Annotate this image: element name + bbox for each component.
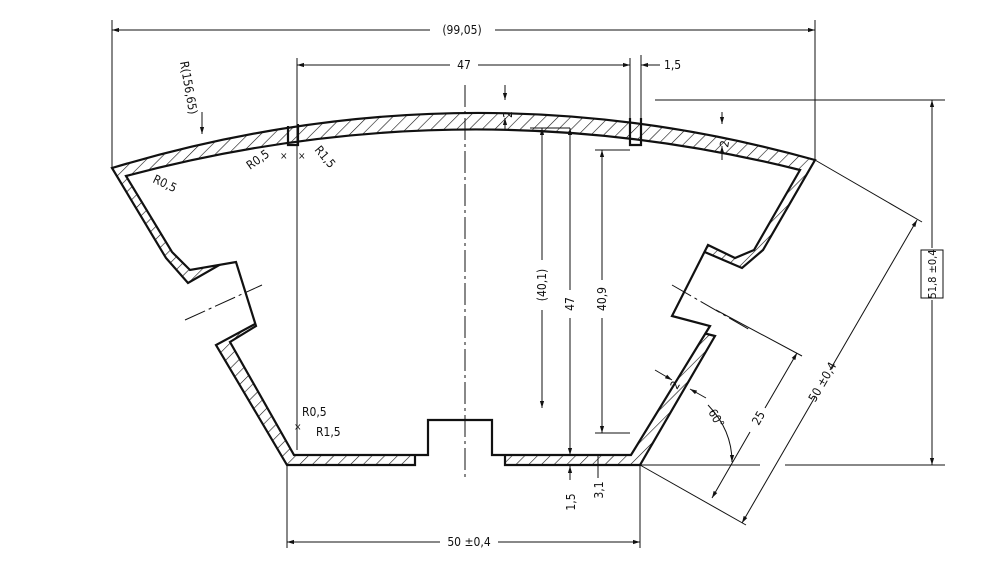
svg-text:×: × — [294, 422, 302, 433]
aluminium-profile — [110, 111, 817, 467]
dimension-bottom-thickness: 1,5 3,1 — [564, 455, 606, 511]
dimension-top-span: 47 1,5 — [296, 55, 681, 450]
svg-text:1,5: 1,5 — [564, 493, 578, 510]
label-r05-bottom: R0,5 — [302, 405, 327, 419]
svg-text:1,5: 1,5 — [664, 58, 681, 72]
dimension-bottom-width: 50 ±0,4 — [286, 465, 641, 549]
svg-text:×: × — [298, 151, 306, 162]
svg-text:50 ±0,4: 50 ±0,4 — [806, 360, 840, 405]
svg-text:51,8 ±0,4: 51,8 ±0,4 — [926, 249, 939, 298]
center-line-right-slot — [671, 284, 751, 331]
svg-text:R(156,65): R(156,65) — [177, 60, 200, 115]
center-line-left-slot — [184, 284, 263, 321]
svg-text:(99,05): (99,05) — [442, 23, 481, 37]
svg-text:×: × — [280, 151, 288, 162]
dimension-total-height: 51,8 ±0,4 — [655, 99, 945, 466]
svg-text:40,9: 40,9 — [595, 287, 609, 311]
radius-marks: × × × — [280, 151, 306, 433]
svg-text:2: 2 — [717, 139, 732, 148]
dimension-top-wall: 2 2 — [501, 85, 732, 160]
svg-text:2: 2 — [501, 111, 515, 118]
svg-text:3,1: 3,1 — [592, 481, 606, 498]
svg-text:(40,1): (40,1) — [535, 269, 549, 301]
svg-text:47: 47 — [457, 58, 471, 72]
dimension-overall-width: (99,05) — [111, 20, 816, 168]
dimension-arc-radius: R(156,65) — [177, 60, 205, 134]
svg-text:47: 47 — [563, 297, 577, 311]
svg-text:25: 25 — [749, 409, 768, 428]
dimension-side-half: 25 — [711, 309, 803, 499]
label-r15-bottom: R1,5 — [316, 425, 341, 439]
svg-text:50 ±0,4: 50 ±0,4 — [447, 535, 491, 549]
dimension-inner-heights: (40,1) 47 40,9 — [530, 127, 630, 455]
